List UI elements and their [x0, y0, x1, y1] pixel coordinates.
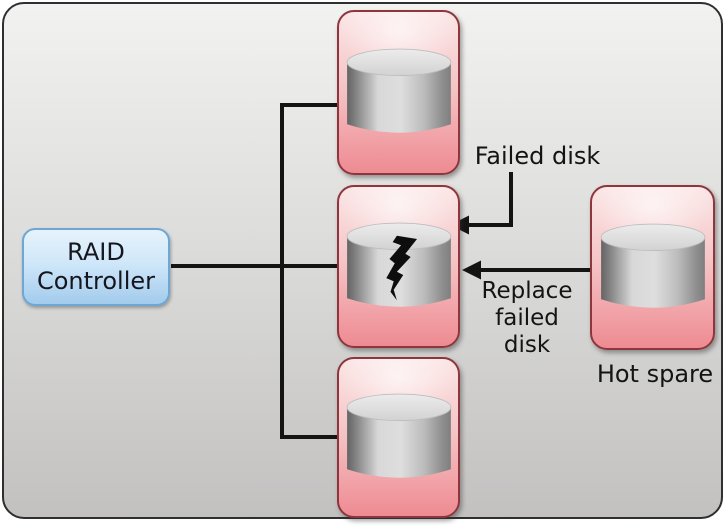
raid-controller-node: RAID Controller [22, 228, 170, 306]
disk-icon [346, 48, 451, 133]
crack-icon [385, 235, 417, 300]
disk-icon [600, 223, 705, 308]
failed-disk-icon [346, 222, 451, 307]
hot-spare-label: Hot spare [596, 360, 714, 388]
replace-failed-disk-label: Replace failed disk [481, 278, 573, 358]
hot-spare-node [590, 185, 715, 350]
disk-icon [346, 393, 451, 478]
disk-node-bottom [337, 357, 460, 518]
failed-disk-label: Failed disk [474, 142, 601, 170]
raid-controller-label: RAID Controller [36, 238, 156, 295]
disk-node-failed [337, 185, 460, 348]
disk-node-top [337, 10, 460, 175]
